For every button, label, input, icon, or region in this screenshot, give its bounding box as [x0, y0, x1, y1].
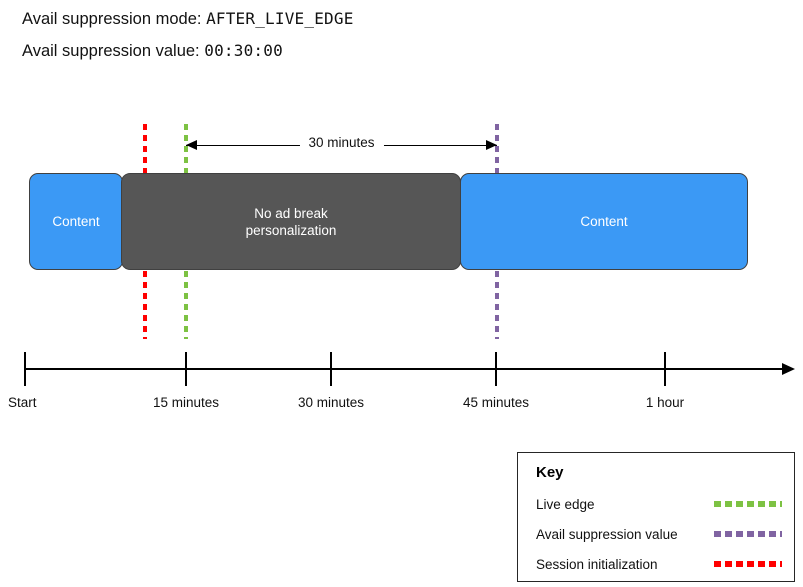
avail-suppression-mode-value: AFTER_LIVE_EDGE [206, 9, 354, 28]
avail-suppression-value-marker-upper [495, 124, 499, 173]
thirty-minutes-span-annotation: 30 minutes [186, 134, 497, 156]
arrow-left-icon [186, 140, 197, 150]
avail-suppression-mode-label: Avail suppression mode: [22, 10, 202, 28]
timeline-axis [24, 368, 784, 370]
session-initialization-marker-upper [143, 124, 147, 173]
axis-label-3: 45 minutes [462, 395, 530, 410]
no-ad-break-block: No ad break personalization [121, 173, 461, 270]
axis-label-2: 30 minutes [297, 395, 365, 410]
avail-suppression-value-label: Avail suppression value: [22, 42, 200, 60]
axis-arrow-icon [782, 363, 795, 375]
axis-label-0: Start [8, 395, 37, 410]
avail-suppression-mode-line: Avail suppression mode: AFTER_LIVE_EDGE [22, 9, 354, 29]
axis-tick-1 [185, 352, 187, 386]
span-label: 30 minutes [299, 134, 384, 152]
axis-label-4: 1 hour [645, 395, 685, 410]
legend-label-session-initialization: Session initialization [536, 556, 658, 572]
arrow-right-icon [486, 140, 497, 150]
legend-label-live-edge: Live edge [536, 496, 595, 512]
avail-suppression-value-line: Avail suppression value: 00:30:00 [22, 41, 283, 61]
legend-swatch-session-initialization-icon [714, 561, 782, 567]
key-legend-box: Key Live edge Avail suppression value Se… [517, 452, 795, 582]
legend-item-live-edge: Live edge [536, 495, 782, 513]
content-block-right: Content [460, 173, 748, 270]
avail-suppression-value-value: 00:30:00 [204, 41, 283, 60]
session-initialization-marker-lower [143, 271, 147, 339]
key-legend-title: Key [536, 464, 564, 481]
legend-item-avail-suppression-value: Avail suppression value [536, 525, 782, 543]
legend-swatch-avail-suppression-value-icon [714, 531, 782, 537]
axis-tick-2 [330, 352, 332, 386]
legend-label-avail-suppression-value: Avail suppression value [536, 526, 678, 542]
content-block-left: Content [29, 173, 123, 270]
legend-item-session-initialization: Session initialization [536, 555, 782, 573]
legend-swatch-live-edge-icon [714, 501, 782, 507]
axis-tick-3 [495, 352, 497, 386]
live-edge-marker-lower [184, 271, 188, 339]
axis-label-1: 15 minutes [152, 395, 220, 410]
avail-suppression-value-marker-lower [495, 271, 499, 339]
axis-tick-4 [664, 352, 666, 386]
axis-tick-0 [24, 352, 26, 386]
